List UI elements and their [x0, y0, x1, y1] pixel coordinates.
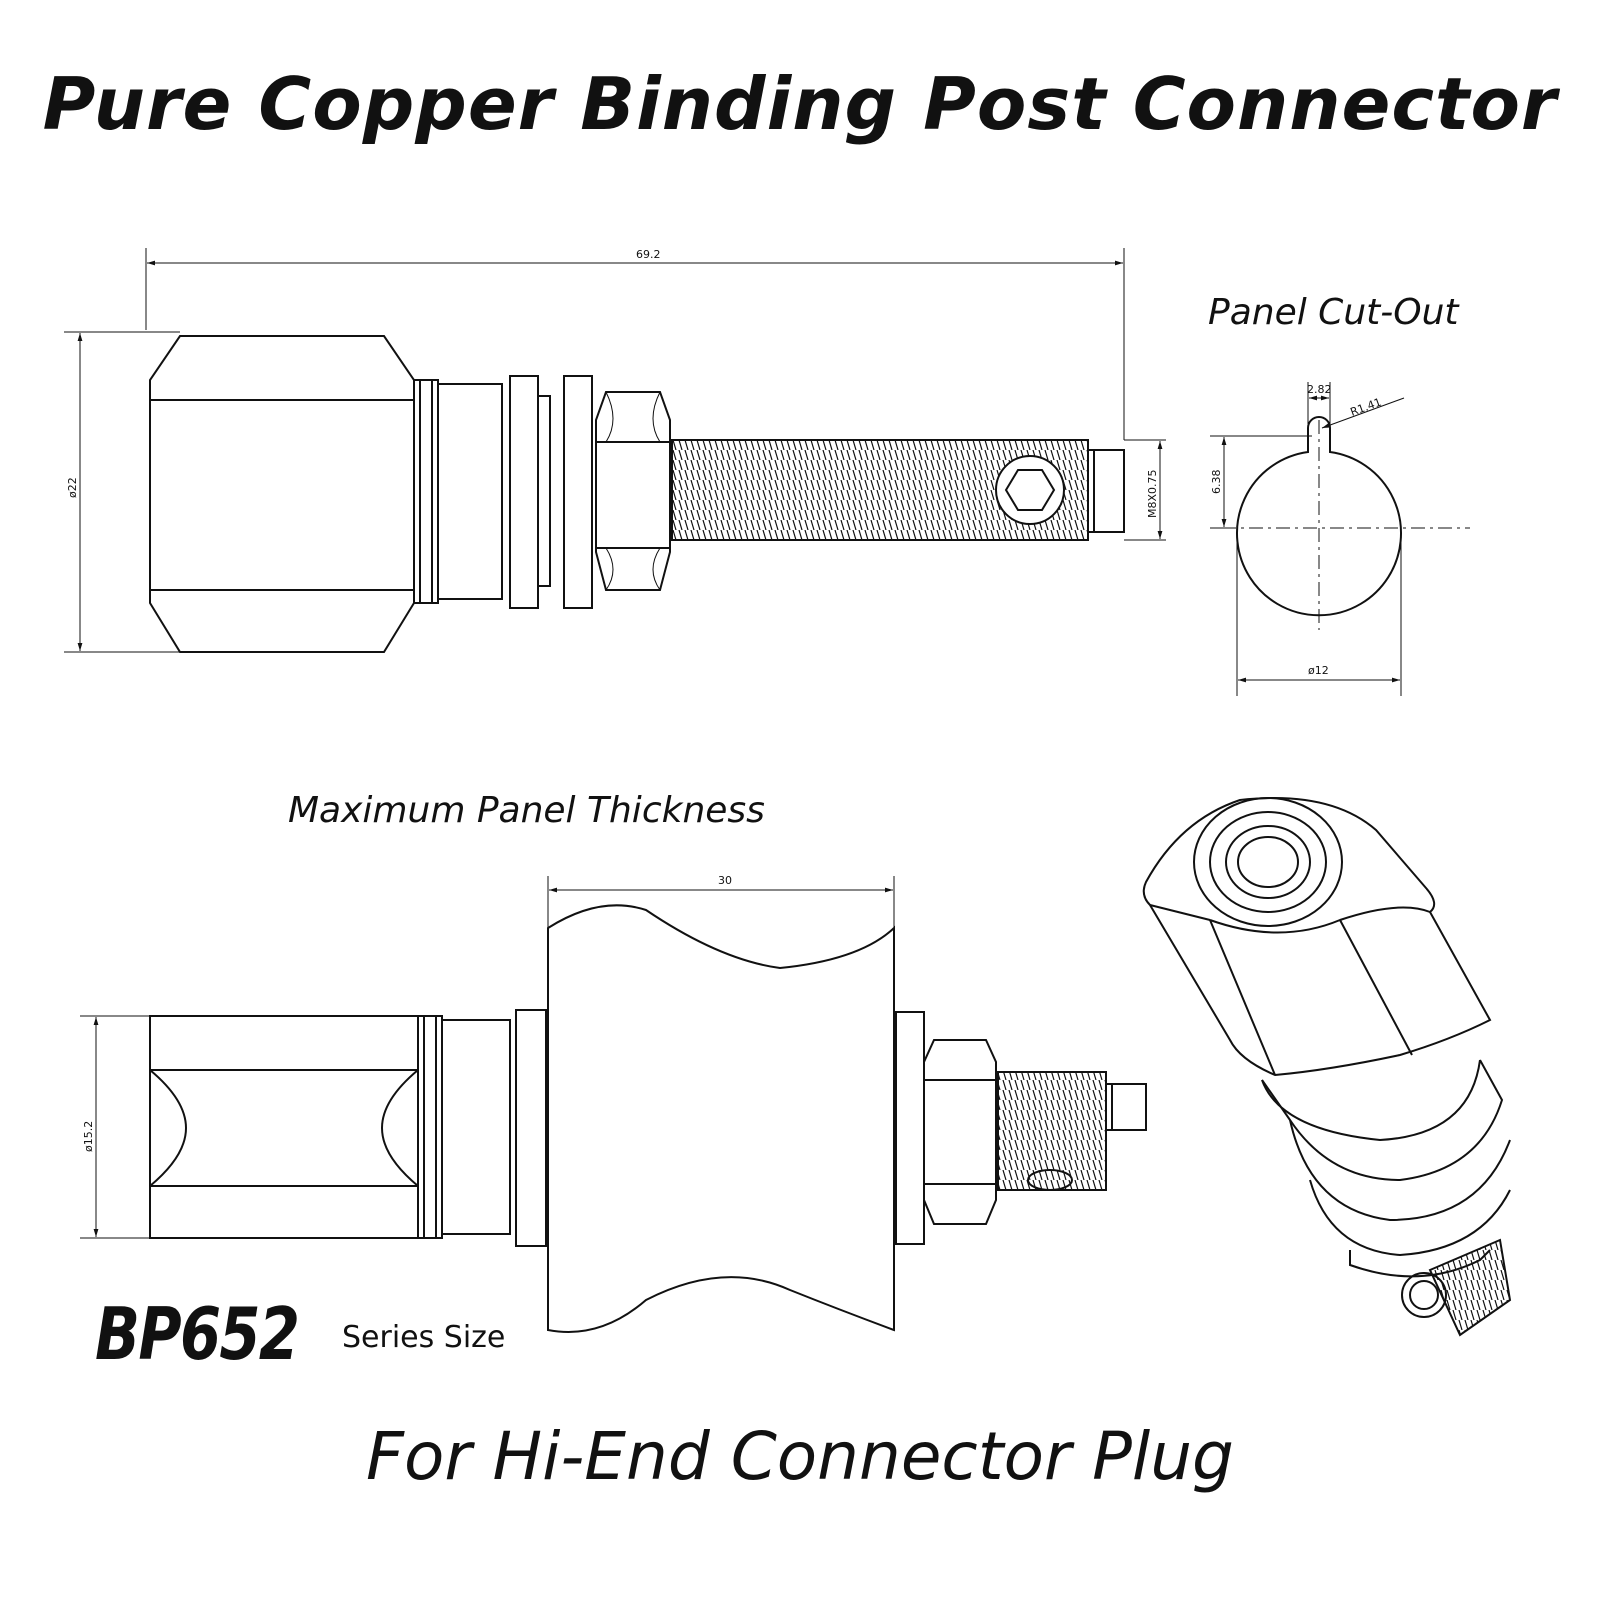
model-suffix: Series Size	[342, 1320, 506, 1355]
washer-2	[563, 375, 593, 609]
hole-diameter-text: ø12	[1308, 664, 1329, 677]
hex-nut	[595, 391, 671, 591]
washer-rear	[895, 1011, 925, 1245]
rear-nut	[923, 1039, 997, 1225]
panel-section	[547, 904, 895, 1333]
set-screw	[995, 455, 1065, 525]
key-height-text: 6.38	[1210, 470, 1223, 495]
iso-hex-body	[1142, 797, 1492, 1077]
side-view: 69.2 ø22 M8X0.75	[64, 248, 1166, 653]
key-width-text: 2.82	[1307, 383, 1332, 396]
panel-cutout-label: Panel Cut-Out	[1208, 292, 1459, 333]
groove-ring	[413, 379, 439, 604]
max-thickness-label: Maximum Panel Thickness	[288, 790, 765, 831]
page-title: Pure Copper Binding Post Connector	[42, 62, 1558, 146]
body-diameter-text: ø22	[66, 477, 79, 498]
rear-thread	[997, 1071, 1107, 1191]
hex-body	[149, 335, 415, 653]
panel-cutout-view: 2.82 R1.41 6.38 ø12	[1210, 382, 1470, 696]
collar-diameter-text: ø15.2	[82, 1121, 95, 1152]
cutout-outline	[1236, 416, 1402, 617]
thread-text: M8X0.75	[1146, 469, 1159, 518]
stud-tip	[1087, 449, 1125, 533]
isometric-view	[1142, 797, 1512, 1337]
model-number: BP652	[95, 1292, 300, 1376]
footer-caption: For Hi-End Connector Plug	[366, 1418, 1234, 1495]
overall-length-text: 69.2	[636, 248, 661, 261]
body-side	[149, 1015, 419, 1239]
collar	[437, 383, 503, 600]
panel-thickness-view: ø15.2 30	[80, 874, 1147, 1333]
key-radius-text: R1.41	[1349, 396, 1384, 419]
panel-thickness-text: 30	[718, 874, 732, 887]
washer-1	[509, 375, 539, 609]
washer-front	[515, 1009, 547, 1247]
